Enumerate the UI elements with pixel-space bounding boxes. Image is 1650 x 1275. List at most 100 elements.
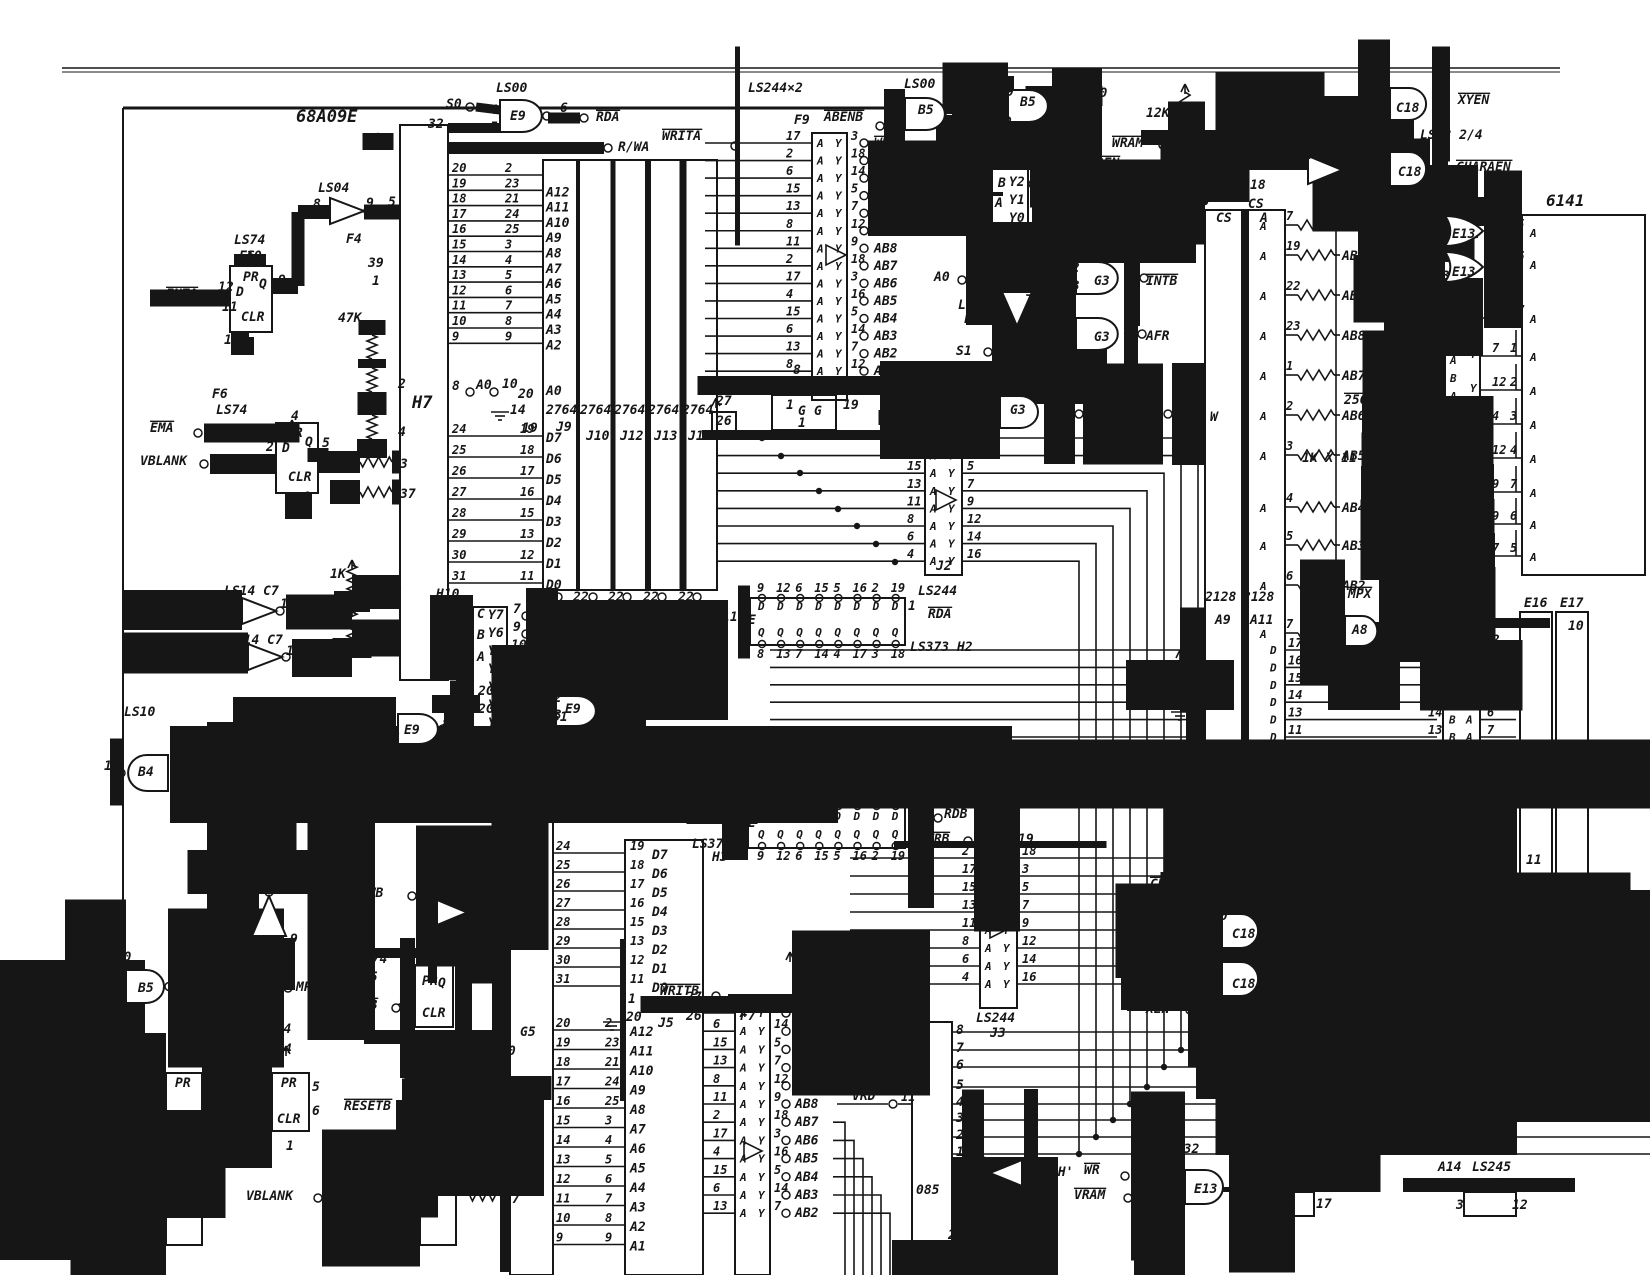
label: Y5 <box>488 644 504 659</box>
label: 6 <box>786 322 793 336</box>
label: 4 <box>962 970 969 984</box>
terminal <box>164 981 174 992</box>
label: Q <box>892 828 899 841</box>
label: 17 <box>722 1001 738 1016</box>
label: LS32 2/4 <box>1444 195 1507 210</box>
label: 27 <box>685 990 702 1005</box>
label: 17 <box>630 877 645 891</box>
label: 14 <box>1022 952 1036 966</box>
label: 3 <box>1486 653 1494 667</box>
label: A <box>1465 852 1473 865</box>
label: B5 <box>1019 95 1036 110</box>
label: 14 <box>814 647 828 661</box>
label: 10 <box>120 1047 136 1062</box>
label: 2 <box>1065 334 1074 349</box>
wire <box>833 1194 882 1275</box>
label: LS74 <box>356 952 387 967</box>
label: LS32 2/4 <box>1078 247 1141 262</box>
wire <box>962 525 1114 1120</box>
terminal <box>521 737 531 747</box>
label: A <box>739 1062 747 1075</box>
label: R/WB <box>352 886 383 901</box>
label: 5 <box>851 305 858 319</box>
label: 16 <box>774 1145 788 1159</box>
label: D <box>1269 661 1277 674</box>
label: D4 <box>651 905 668 920</box>
label: 14 <box>1428 455 1442 469</box>
label: Q <box>777 828 784 841</box>
label: 12 <box>1432 251 1448 266</box>
resistor <box>933 151 947 193</box>
terminal <box>859 313 869 324</box>
label: B <box>1448 644 1456 657</box>
label: XXX <box>1209 855 1235 870</box>
label: F9 <box>794 113 810 128</box>
label: VRAM <box>1088 174 1120 189</box>
terminal <box>757 639 767 649</box>
label: 5 <box>1022 880 1029 894</box>
label: A8 <box>545 247 562 262</box>
label: 3 <box>259 454 268 469</box>
label: A <box>816 207 824 220</box>
label: A <box>1449 561 1457 574</box>
label: D <box>776 810 784 823</box>
label: A3 <box>545 323 562 338</box>
label: 21 <box>1289 1166 1306 1181</box>
gate-andb <box>1075 261 1119 295</box>
terminal <box>888 1099 898 1109</box>
terminal <box>781 1190 791 1200</box>
junction <box>1416 962 1424 970</box>
label: 8 <box>505 314 512 328</box>
label: B5 <box>137 981 154 996</box>
label: A <box>1529 551 1537 564</box>
label: 7 <box>505 299 513 313</box>
label: A <box>1259 450 1267 463</box>
label: LS00 <box>394 751 425 766</box>
label: 14 <box>1428 387 1442 401</box>
label: AB9 <box>794 1079 819 1094</box>
label: 6 <box>988 393 996 408</box>
terminal <box>281 652 291 662</box>
label: 11 <box>556 1192 570 1206</box>
label: 6 <box>713 1181 720 1195</box>
label: 15 <box>452 238 466 252</box>
label: A4 <box>629 1181 646 1196</box>
label: Y <box>835 242 843 255</box>
label: 7 <box>380 133 388 148</box>
terminal <box>781 1062 791 1073</box>
terminal <box>1175 1175 1185 1185</box>
label: 14 <box>1428 916 1442 930</box>
label: Q <box>796 626 803 639</box>
label: 3 <box>850 269 858 283</box>
label: 3 <box>1427 297 1435 311</box>
terminal <box>193 428 203 438</box>
label: 11 <box>222 300 238 315</box>
label: D <box>872 810 880 823</box>
label: 1 <box>798 416 806 431</box>
label: 14 <box>1596 993 1612 1008</box>
label: 31 <box>555 972 570 986</box>
label: 2 <box>871 849 879 863</box>
label: D <box>795 810 803 823</box>
label: Y2 <box>1009 175 1025 190</box>
junction <box>1350 890 1358 898</box>
label: 3 <box>955 1111 964 1126</box>
arrow-icon <box>1331 203 1341 213</box>
label: 13 <box>1428 723 1442 737</box>
label: 5 <box>833 849 840 863</box>
label: 13 <box>182 1137 198 1152</box>
label: 8 <box>1054 89 1062 104</box>
label: 11 <box>960 99 976 114</box>
label: CS <box>1248 197 1264 212</box>
terminal <box>1403 575 1413 585</box>
label: 9 <box>366 196 374 211</box>
label: 3 <box>171 972 180 987</box>
terminal <box>1397 503 1407 513</box>
label: R/WA <box>1086 406 1117 421</box>
label: 6 <box>312 1104 320 1119</box>
terminal <box>1399 641 1409 651</box>
label: 2764 <box>613 403 645 418</box>
label: AB4 <box>873 312 898 327</box>
label: 8 <box>452 379 460 394</box>
label: 2764 <box>545 403 577 418</box>
